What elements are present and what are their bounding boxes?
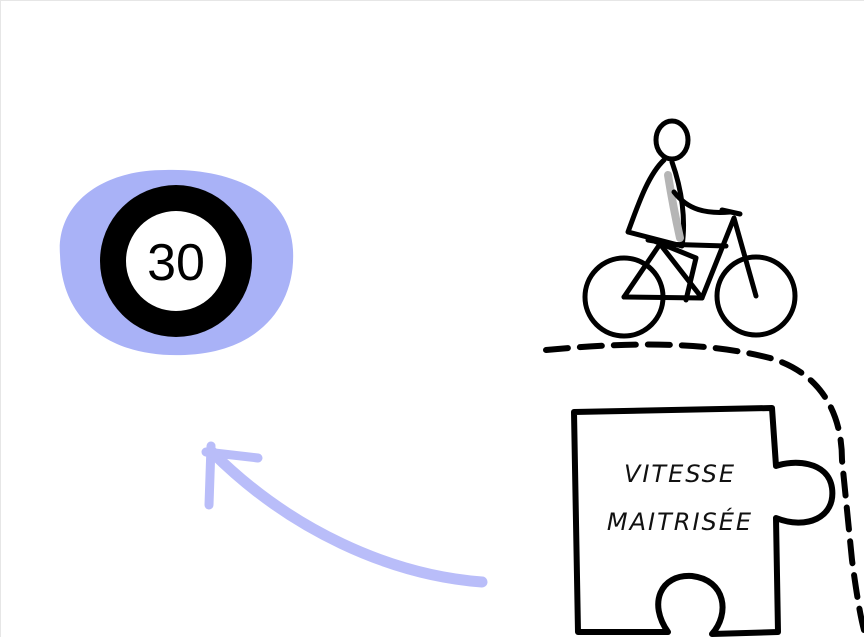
cyclist-icon xyxy=(585,121,795,336)
speed-value: 30 xyxy=(147,234,205,292)
speed-limit-sign: 30 xyxy=(60,170,293,355)
cyclist-head xyxy=(656,121,688,159)
curved-arrow-icon xyxy=(206,446,482,582)
puzzle-label-line2: MAITRISÉE xyxy=(607,507,753,536)
puzzle-piece-icon: VITESSE MAITRISÉE xyxy=(574,408,832,634)
puzzle-label-line1: VITESSE xyxy=(624,460,736,488)
